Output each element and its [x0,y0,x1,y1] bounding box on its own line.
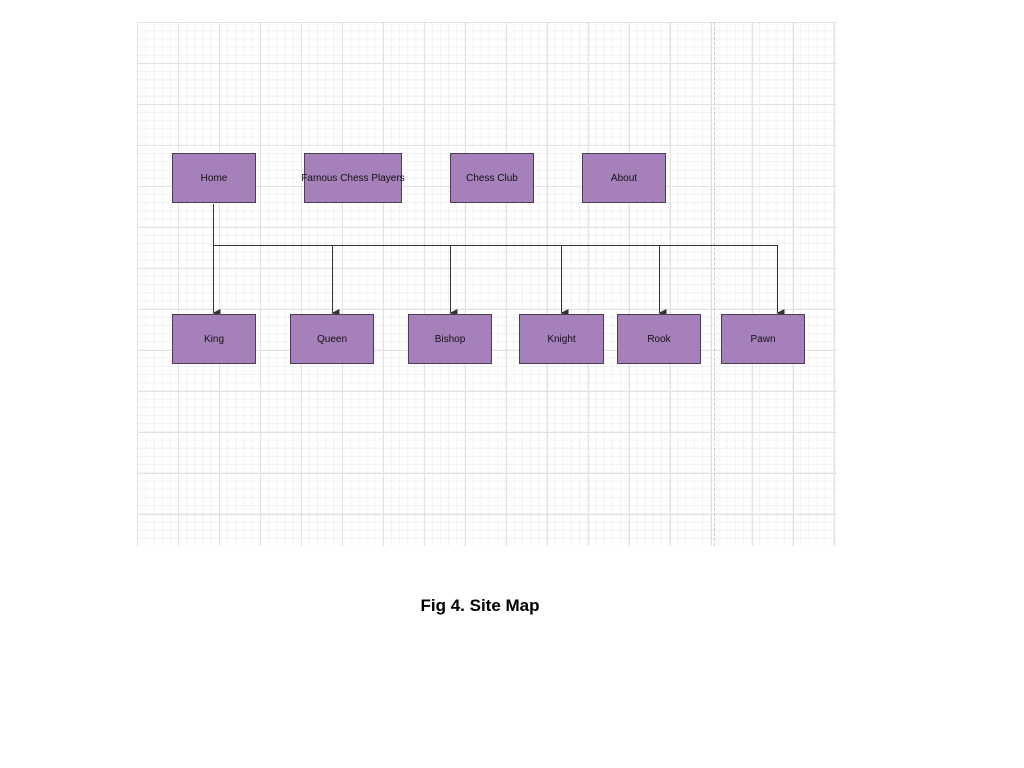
node-home[interactable]: Home [172,153,256,203]
node-famous-chess-players[interactable]: Famous Chess Players [301,153,405,203]
node-rook[interactable]: Rook [617,314,701,364]
figure-caption: Fig 4. Site Map [420,596,540,615]
page-break-line [714,22,715,546]
node-about[interactable]: About [582,153,666,203]
node-knight[interactable]: Knight [519,314,604,364]
diagram-grid-canvas [137,22,837,546]
node-king[interactable]: King [172,314,256,364]
node-queen[interactable]: Queen [290,314,374,364]
node-chess-club[interactable]: Chess Club [450,153,534,203]
node-bishop[interactable]: Bishop [408,314,492,364]
node-pawn[interactable]: Pawn [721,314,805,364]
